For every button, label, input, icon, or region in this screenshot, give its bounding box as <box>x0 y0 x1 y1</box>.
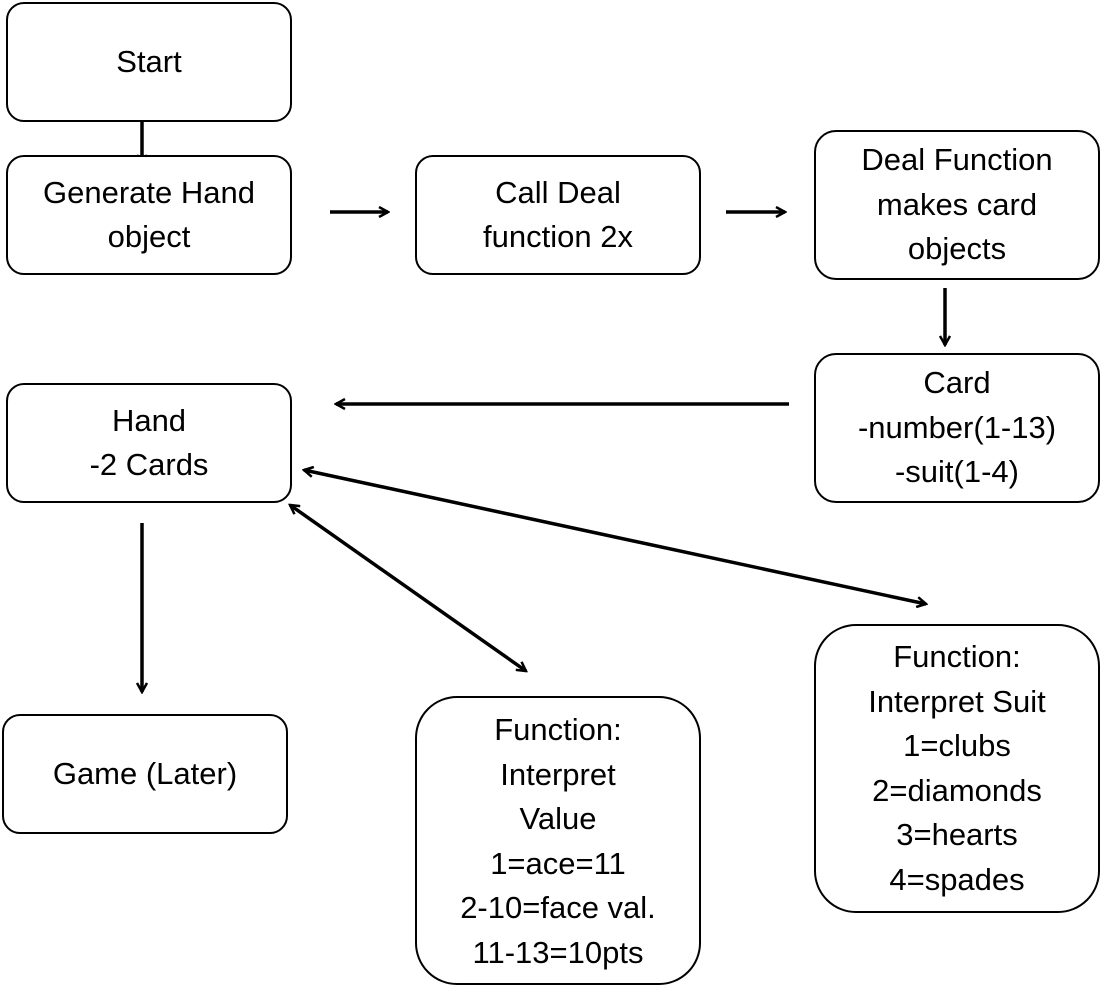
card-line-3: -suit(1-4) <box>894 454 1019 490</box>
interpret-value-node: Function: Interpret Value 1=ace=11 2-10=… <box>415 696 701 985</box>
start-label: Start <box>116 43 182 79</box>
call-deal-node: Call Deal function 2x <box>415 155 701 275</box>
deal-function-line-2: makes card <box>876 186 1038 222</box>
interpret-suit-line-5: 3=hearts <box>896 817 1018 852</box>
interpret-value-line-2: Interpret <box>500 756 616 792</box>
interpret-value-line-1: Function: <box>494 712 622 747</box>
interpret-suit-line-4: 2=diamonds <box>872 772 1042 808</box>
interpret-value-line-6: 11-13=10pts <box>472 934 644 970</box>
generate-hand-line-2: object <box>107 219 191 254</box>
deal-function-node: Deal Function makes card objects <box>814 130 1100 280</box>
call-deal-line-1: Call Deal <box>495 174 621 210</box>
deal-function-line-1: Deal Function <box>861 142 1053 178</box>
interpret-value-line-4: 1=ace=11 <box>490 845 626 881</box>
card-line-1: Card <box>923 365 991 401</box>
interpret-suit-line-2: Interpret Suit <box>868 683 1046 719</box>
generate-hand-line-1: Generate Hand <box>43 174 255 210</box>
hand-line-1: Hand <box>111 402 187 438</box>
start-node: Start <box>6 2 292 122</box>
arrow-hand-interpret-suit-bidirectional <box>304 470 926 604</box>
card-node: Card -number(1-13) -suit(1-4) <box>814 353 1100 503</box>
arrow-hand-interpret-value-bidirectional <box>290 505 526 671</box>
deal-function-line-3: objects <box>907 231 1007 267</box>
game-node: Game (Later) <box>2 714 288 834</box>
generate-hand-node: Generate Hand object <box>6 155 292 275</box>
card-line-2: -number(1-13) <box>857 409 1057 445</box>
hand-line-2: -2 Cards <box>89 447 209 482</box>
interpret-value-line-3: Value <box>519 801 597 836</box>
interpret-value-line-5: 2-10=face val. <box>460 890 656 925</box>
game-label: Game (Later) <box>52 755 238 791</box>
interpret-suit-line-1: Function: <box>893 639 1021 674</box>
interpret-suit-node: Function: Interpret Suit 1=clubs 2=diamo… <box>814 624 1100 913</box>
interpret-suit-line-3: 1=clubs <box>903 728 1011 763</box>
call-deal-line-2: function 2x <box>483 219 633 254</box>
hand-node: Hand -2 Cards <box>6 383 292 503</box>
interpret-suit-line-6: 4=spades <box>889 861 1025 897</box>
